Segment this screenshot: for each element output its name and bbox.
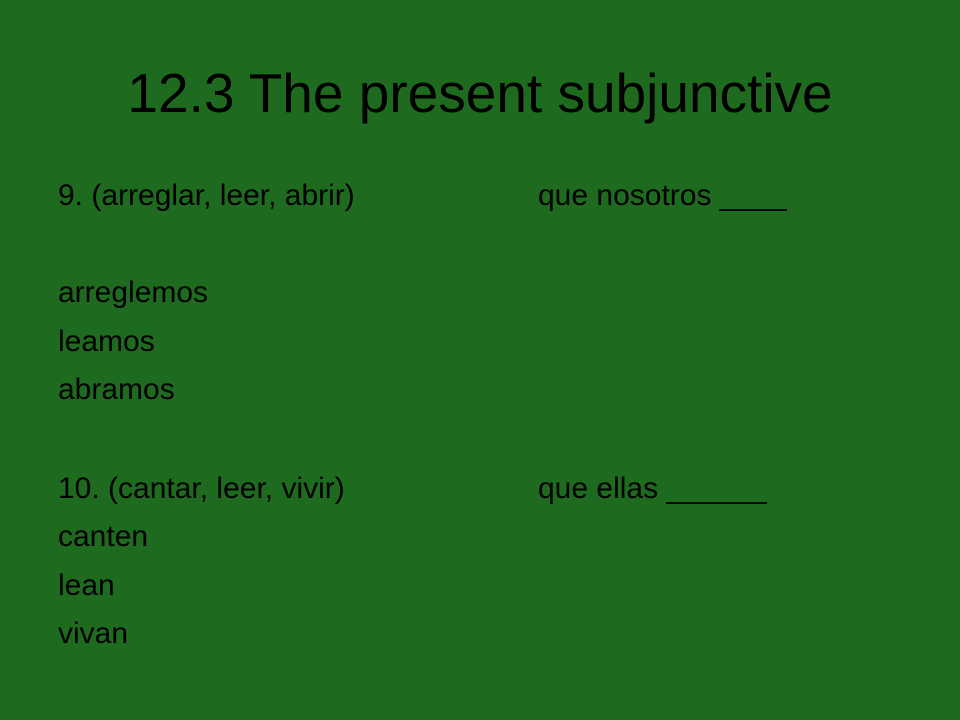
exercise-10-answer-2: lean: [58, 569, 115, 602]
exercise-9-answer-2: leamos: [58, 325, 155, 358]
exercise-10-cue: que ellas ______: [538, 472, 767, 505]
exercise-9-prompt: 9. (arreglar, leer, abrir): [58, 179, 355, 212]
exercise-9-cue: que nosotros ____: [538, 179, 787, 212]
exercise-10-answer-3: vivan: [58, 617, 129, 650]
exercise-10-answer-1: canten: [58, 520, 149, 553]
exercise-10-prompt: 10. (cantar, leer, vivir): [58, 472, 345, 505]
slide-title: 12.3 The present subjunctive: [127, 62, 833, 124]
exercise-9-answer-3: abramos: [58, 373, 175, 406]
exercise-9-answer-1: arreglemos: [58, 276, 209, 309]
